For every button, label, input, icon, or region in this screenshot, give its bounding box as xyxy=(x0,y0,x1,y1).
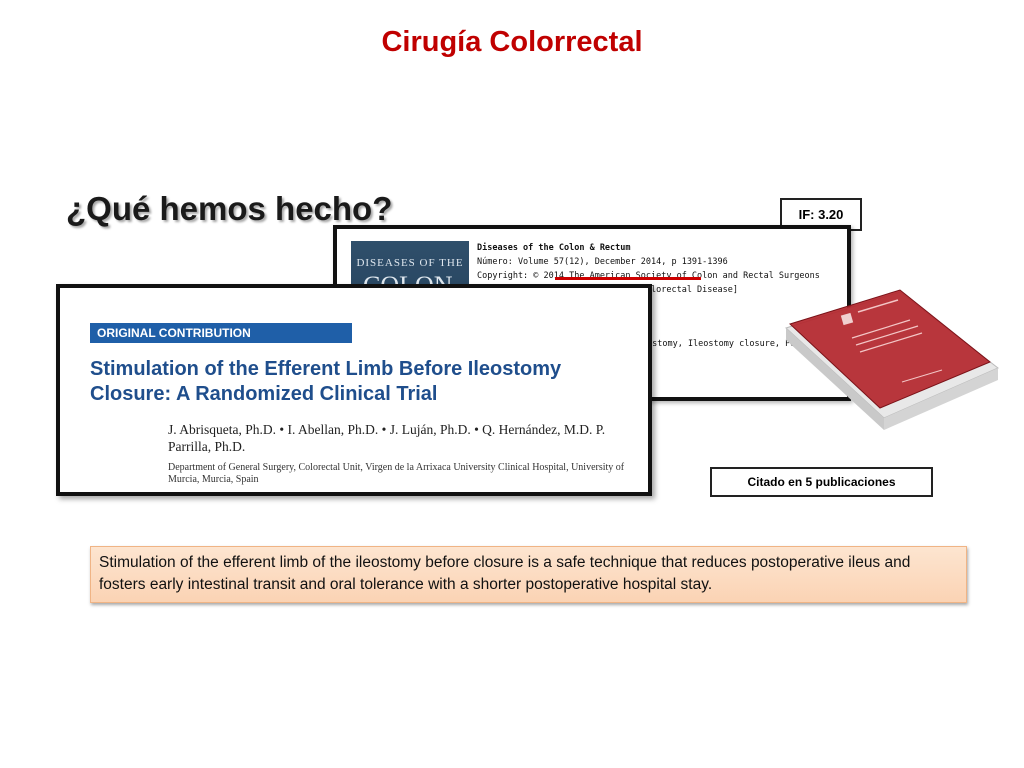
article-type-label: ORIGINAL CONTRIBUTION xyxy=(90,323,352,343)
journal-keywords: ostomy, Ileostomy closure, Postoperative… xyxy=(647,339,883,349)
article-affiliation: Department of General Surgery, Colorecta… xyxy=(168,462,625,485)
journal-name: Diseases of the Colon & Rectum xyxy=(477,243,631,253)
summary-box: Stimulation of the efferent limb of the … xyxy=(90,546,967,603)
article-title: Stimulation of the Efferent Limb Before … xyxy=(90,358,562,405)
thesis-book-image xyxy=(785,289,999,430)
citations-badge: Citado en 5 publicaciones xyxy=(710,467,933,497)
red-underline xyxy=(555,277,701,280)
journal-issue: Número: Volume 57(12), December 2014, p … xyxy=(477,257,728,267)
article-header-card: ORIGINAL CONTRIBUTION Stimulation of the… xyxy=(56,284,652,496)
article-authors: J. Abrisqueta, Ph.D. • I. Abellan, Ph.D.… xyxy=(168,422,606,454)
section-heading: ¿Qué hemos hecho? xyxy=(66,190,393,227)
journal-cover-text: DISEASES OF THE xyxy=(356,257,464,269)
slide-title: Cirugía Colorrectal xyxy=(381,26,643,58)
journal-copyright: Copyright: © 2014 The American Society o… xyxy=(477,271,820,281)
